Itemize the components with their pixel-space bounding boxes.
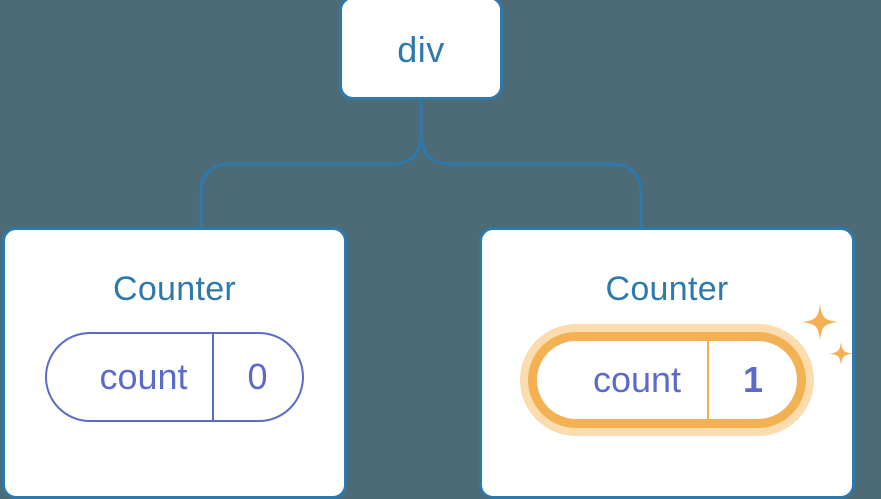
state-pill-right-value: 1 <box>743 359 764 400</box>
counter-card-right-title: Counter <box>605 270 729 308</box>
sparkle-group <box>802 304 853 365</box>
state-pill-wrapper-left: count 0 <box>45 332 304 422</box>
state-pill-right-key: count <box>592 359 682 400</box>
sparkle-small-icon <box>829 342 853 365</box>
state-pill-left-key: count <box>99 356 188 397</box>
counter-card-right[interactable]: Counter count 1 <box>479 227 855 499</box>
counter-card-left-title: Counter <box>112 270 237 308</box>
sparkle-icon <box>802 304 839 340</box>
state-pill-left-value: 0 <box>247 356 268 397</box>
state-pill-wrapper-right: count 1 <box>527 304 853 428</box>
state-pill-left[interactable]: count 0 <box>45 332 304 422</box>
state-pill-right-divider <box>707 341 710 419</box>
state-pill-left-divider <box>211 334 214 420</box>
connector-left-branch <box>199 100 423 227</box>
connector-right-branch <box>419 100 643 227</box>
counter-card-left[interactable]: Counter count 0 <box>2 227 347 499</box>
node-div-label: div <box>397 29 445 70</box>
state-pill-right[interactable]: count 1 <box>527 332 807 428</box>
node-div[interactable]: div <box>339 0 503 100</box>
